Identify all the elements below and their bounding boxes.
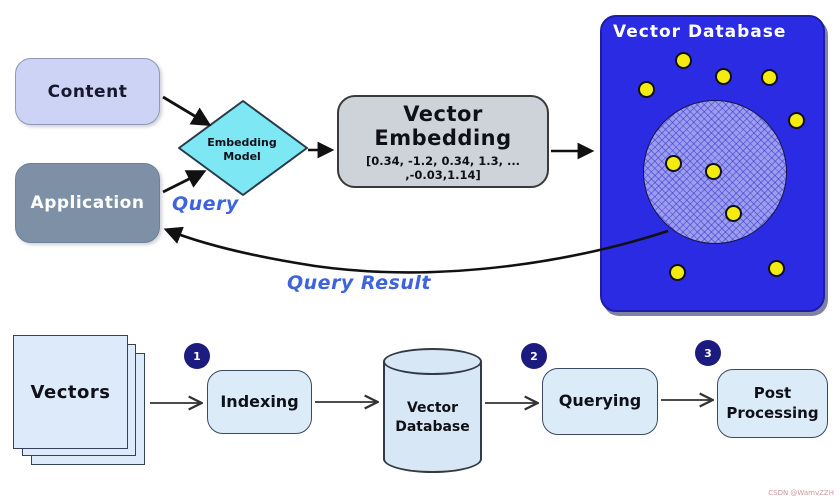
post-processing-node: Post Processing bbox=[717, 369, 828, 438]
cylinder-top-ellipse bbox=[383, 348, 482, 375]
vector-database-title: Vector Database bbox=[613, 22, 787, 42]
step-badge-2: 2 bbox=[521, 343, 547, 369]
vector-embedding-values: [0.34, -1.2, 0.34, 1.3, ... ,-0.03,1.14] bbox=[365, 153, 521, 182]
indexing-node: Indexing bbox=[207, 370, 312, 434]
arrow-application-to-embedding bbox=[162, 170, 207, 194]
arrow-content-to-embedding bbox=[162, 95, 212, 127]
embedding-model-label: Embedding Model bbox=[207, 135, 277, 163]
vector-embedding-title: Vector Embedding bbox=[374, 101, 512, 150]
querying-label: Querying bbox=[558, 391, 642, 411]
application-node: Application bbox=[15, 163, 160, 243]
vectors-sheet-front: Vectors bbox=[13, 335, 128, 449]
vector-database-cylinder: Vector Database bbox=[383, 348, 482, 473]
cluster-circle bbox=[643, 100, 787, 244]
querying-node: Querying bbox=[542, 368, 658, 435]
post-processing-label: Post Processing bbox=[726, 384, 819, 422]
watermark: CSDN @WamvZZH bbox=[768, 489, 834, 497]
vector-embedding-node: Vector Embedding [0.34, -1.2, 0.34, 1.3,… bbox=[337, 95, 549, 188]
content-label: Content bbox=[47, 81, 128, 102]
vectors-stack: Vectors bbox=[13, 335, 148, 469]
indexing-label: Indexing bbox=[220, 391, 299, 411]
content-node: Content bbox=[15, 58, 160, 125]
cylinder-label: Vector Database bbox=[395, 400, 470, 435]
query-label: Query bbox=[172, 193, 239, 215]
query-result-label: Query Result bbox=[287, 272, 431, 294]
step-badge-3: 3 bbox=[695, 340, 721, 366]
vectors-label: Vectors bbox=[30, 381, 111, 403]
arrow-query-result bbox=[163, 226, 669, 274]
step-badge-1: 1 bbox=[184, 343, 210, 369]
application-label: Application bbox=[30, 193, 145, 213]
cylinder-body: Vector Database bbox=[383, 361, 482, 473]
